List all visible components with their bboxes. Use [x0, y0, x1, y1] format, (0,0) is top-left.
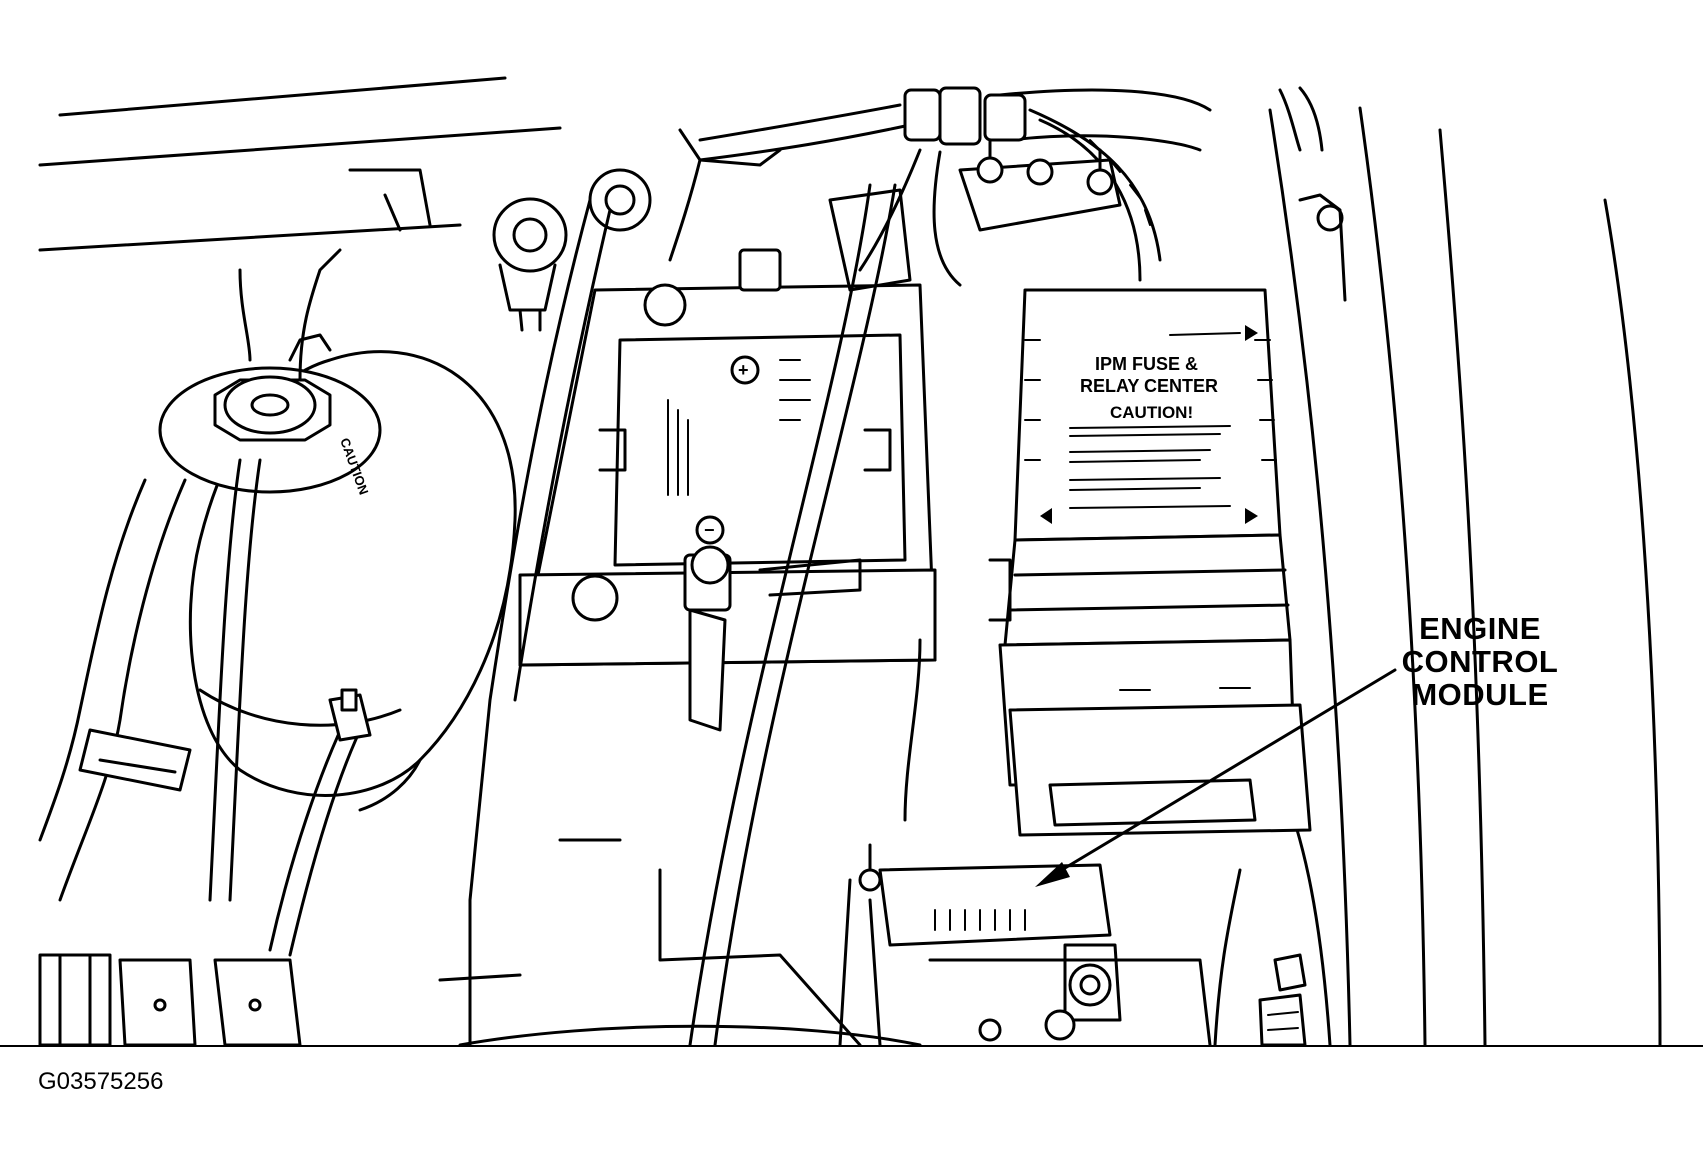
hood-edge — [38, 76, 562, 252]
callout-line-1: ENGINE — [1419, 611, 1541, 646]
filler-knob — [492, 197, 568, 332]
battery: + − — [518, 248, 937, 732]
upper-hose — [998, 86, 1324, 152]
left-hoses — [38, 458, 372, 957]
engine-control-module-callout: ENGINE CONTROL MODULE — [1360, 612, 1600, 711]
figure-id: G03575256 — [38, 1068, 164, 1095]
coolant-reservoir: CAUTION — [158, 248, 517, 812]
engine-control-module — [838, 558, 1312, 1047]
ipm-fuse-relay-center: IPM FUSE & RELAY CENTER CAUTION! — [1003, 288, 1292, 647]
left-struts — [468, 158, 702, 1047]
fuse-box-label-line-2: RELAY CENTER — [1080, 376, 1218, 396]
bottom-right-connectors — [1258, 953, 1307, 1047]
ring-mount — [588, 128, 782, 232]
callout-leader — [1035, 668, 1397, 887]
callout-line-2: CONTROL — [1401, 644, 1559, 679]
callout-line-3: MODULE — [1411, 677, 1549, 712]
lower-tray — [438, 638, 1242, 1047]
ground-bracket — [958, 138, 1122, 232]
fender-panel — [1268, 106, 1662, 1047]
fuse-box-caution: CAUTION! — [1110, 403, 1193, 422]
hold-down-rod — [688, 183, 912, 1047]
fuse-box-label-line-1: IPM FUSE & — [1095, 354, 1198, 374]
bottom-left-connectors — [38, 953, 302, 1047]
svg-text:+: + — [738, 360, 749, 380]
svg-text:−: − — [704, 520, 715, 540]
